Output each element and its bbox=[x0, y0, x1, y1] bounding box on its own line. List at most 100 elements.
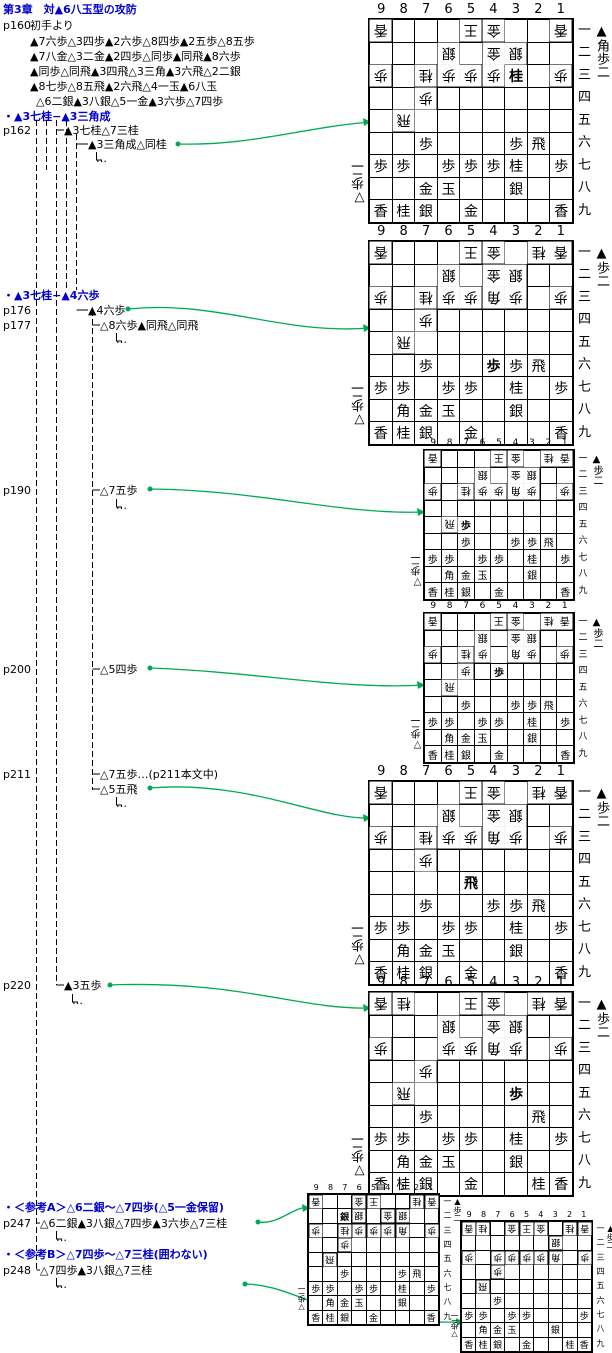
file-number: 9 bbox=[377, 224, 386, 239]
arrowhead bbox=[302, 1204, 310, 1212]
board-square bbox=[392, 872, 415, 894]
board-square: 銀 bbox=[415, 1173, 437, 1195]
board-square: 歩 bbox=[474, 647, 491, 663]
board-square: 歩 bbox=[370, 65, 392, 87]
board-square bbox=[415, 42, 437, 65]
board-square: 桂 bbox=[476, 1337, 490, 1351]
board-square bbox=[415, 1015, 437, 1038]
board-square: 歩 bbox=[460, 155, 482, 177]
board-square: 飛 bbox=[540, 696, 557, 713]
board-square bbox=[370, 1015, 392, 1038]
board-square: 香 bbox=[462, 1222, 476, 1236]
page-ref: p162 bbox=[3, 124, 31, 137]
board-square bbox=[550, 309, 572, 332]
board-square bbox=[490, 1308, 505, 1323]
board-square bbox=[482, 962, 505, 984]
file-number: 2 bbox=[534, 764, 543, 779]
board-square bbox=[437, 962, 460, 984]
board-square bbox=[482, 1173, 505, 1195]
board-square bbox=[557, 566, 573, 583]
rank-number: 一 bbox=[577, 23, 591, 38]
board-square bbox=[491, 729, 507, 746]
board-square: 飛 bbox=[540, 533, 557, 550]
board-square: 桂 bbox=[476, 1222, 490, 1236]
sente-hand: ▲歩二 bbox=[606, 1224, 612, 1249]
board-square bbox=[437, 894, 460, 917]
rank-number: 三 bbox=[577, 1040, 591, 1056]
board-square bbox=[337, 1195, 352, 1209]
board-square bbox=[437, 872, 460, 894]
board-square bbox=[437, 849, 460, 872]
board-square: 桂 bbox=[540, 451, 557, 467]
board-grid: 香桂王金桂香銀金銀歩歩歩角歩歩歩飛歩歩飛歩歩歩歩桂歩角金玉銀香桂銀金桂香 bbox=[370, 993, 572, 1195]
sente-hand: ▲歩二 bbox=[591, 454, 602, 485]
board-square bbox=[458, 614, 474, 630]
board-square: 歩 bbox=[476, 1308, 490, 1323]
board-square: 金 bbox=[458, 729, 474, 746]
board-square: 銀 bbox=[505, 804, 527, 827]
file-number: 4 bbox=[489, 224, 498, 239]
file-number: 2 bbox=[534, 2, 543, 17]
board-square bbox=[527, 399, 550, 422]
board-square bbox=[460, 399, 482, 422]
board-square: 歩 bbox=[352, 1223, 366, 1238]
board-square bbox=[527, 917, 550, 939]
board-square: 歩 bbox=[557, 647, 573, 663]
board-square: 銀 bbox=[524, 467, 540, 484]
board-square: 歩 bbox=[309, 1281, 323, 1296]
board-square bbox=[474, 614, 491, 630]
rank-number: 八 bbox=[443, 1297, 452, 1307]
rank-number: 七 bbox=[577, 379, 591, 395]
file-number: 5 bbox=[466, 2, 476, 17]
board-square bbox=[370, 264, 392, 287]
board-square: 歩 bbox=[474, 550, 491, 566]
board-square bbox=[415, 917, 437, 939]
board-square: 歩 bbox=[370, 917, 392, 939]
board-square: 歩 bbox=[437, 1128, 460, 1150]
board-square: 歩 bbox=[550, 827, 572, 849]
board-square: 桂 bbox=[441, 583, 458, 599]
board-square bbox=[458, 451, 474, 467]
rank-number: 三 bbox=[577, 289, 591, 305]
board-square bbox=[527, 827, 550, 849]
board-square: 歩 bbox=[437, 917, 460, 939]
board-square bbox=[534, 1323, 548, 1337]
board-square: 歩 bbox=[424, 1223, 438, 1238]
board-square bbox=[519, 1294, 534, 1308]
board-square: 角 bbox=[482, 287, 505, 309]
board-square bbox=[505, 1279, 519, 1294]
board-square bbox=[437, 132, 460, 155]
file-number: 7 bbox=[463, 601, 469, 611]
board-square bbox=[577, 1265, 591, 1279]
board-square: 歩 bbox=[352, 1281, 366, 1296]
board-square: 香 bbox=[550, 962, 572, 984]
board-square: 歩 bbox=[437, 65, 460, 87]
page-ref: p190 bbox=[3, 484, 31, 497]
board-square bbox=[550, 894, 572, 917]
board-square: 王 bbox=[460, 993, 482, 1015]
board-square: 銀 bbox=[458, 583, 474, 599]
board-square bbox=[425, 566, 441, 583]
board-square bbox=[458, 713, 474, 729]
board-square: 角 bbox=[441, 729, 458, 746]
board-square: 歩 bbox=[505, 1308, 519, 1323]
board-square: 歩 bbox=[415, 1060, 437, 1083]
board-square bbox=[491, 647, 507, 663]
board-square: 歩 bbox=[415, 132, 437, 155]
file-number: 2 bbox=[545, 438, 552, 448]
board-square: 飛 bbox=[527, 354, 550, 377]
tree-connector bbox=[56, 1231, 62, 1240]
board-square bbox=[491, 467, 507, 484]
moves-line: ▲7八金△3二金▲2四歩△同歩▲同飛▲8六歩 bbox=[30, 50, 241, 63]
rank-number: 二 bbox=[578, 470, 588, 481]
board-square bbox=[392, 354, 415, 377]
board-square: 歩 bbox=[550, 377, 572, 399]
board-square: 香 bbox=[550, 1173, 572, 1195]
board-square: 香 bbox=[425, 746, 441, 762]
rank-number: 六 bbox=[443, 1268, 452, 1278]
continuation: … bbox=[116, 797, 127, 810]
board-square: 玉 bbox=[352, 1296, 366, 1310]
board-square bbox=[415, 804, 437, 827]
board-square: 飛 bbox=[392, 1083, 415, 1105]
gote-hand: ▽歩二 bbox=[412, 556, 423, 587]
